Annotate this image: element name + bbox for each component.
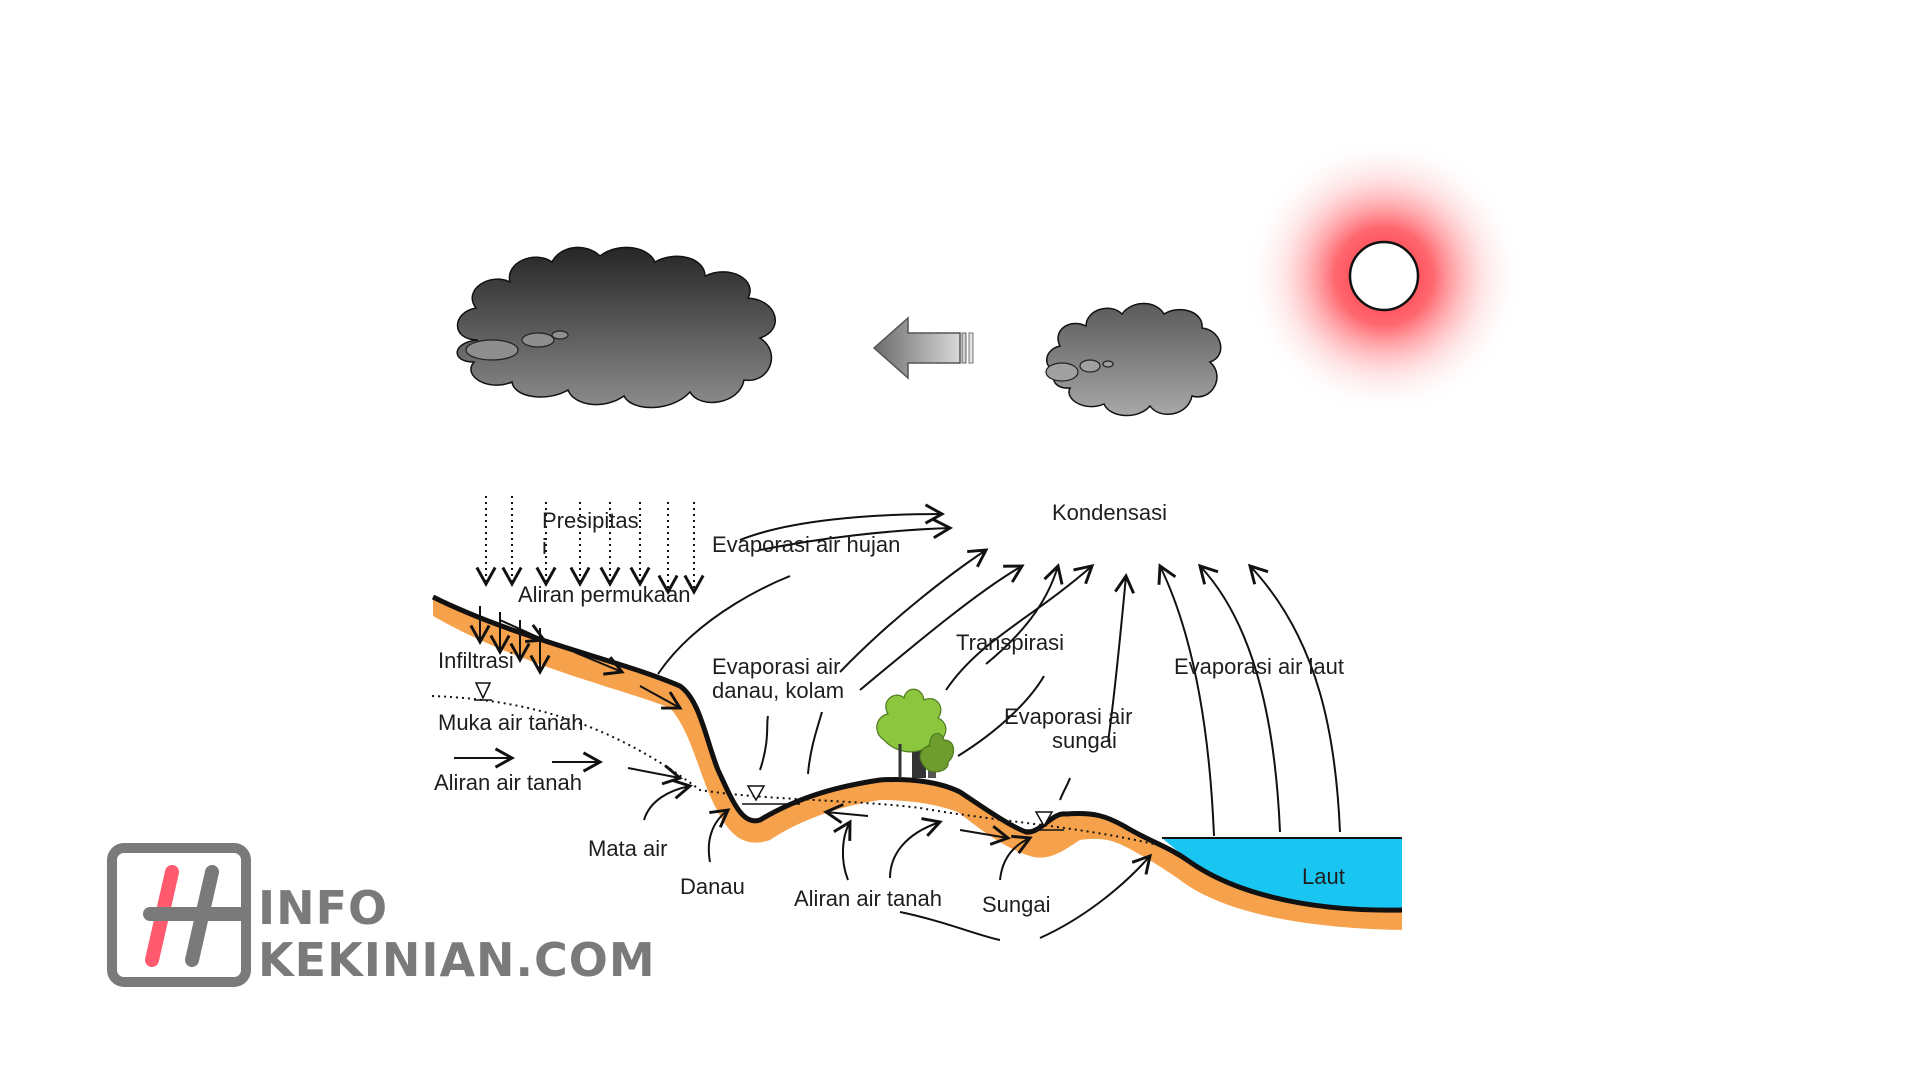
label-evaporasi-danau: Evaporasi air (712, 654, 840, 679)
evaporation-arrow (859, 564, 1025, 691)
evaporation-sea-arrow (1247, 563, 1341, 833)
evaporation-arrow (807, 711, 823, 775)
evaporation-arrow (839, 548, 989, 673)
groundwater-arrow (833, 819, 852, 881)
sea-area (1162, 838, 1402, 911)
label-laut: Laut (1302, 864, 1345, 889)
river-arrow (999, 834, 1033, 881)
label-kondensasi: Kondensasi (1052, 500, 1167, 525)
label-sungai: Sungai (982, 892, 1051, 917)
evaporation-rain-arrow (739, 503, 946, 541)
lake-level-marker-icon (746, 785, 766, 802)
evaporation-sea-arrow (1197, 563, 1281, 833)
label-transpirasi: Transpirasi (956, 630, 1064, 655)
label-evaporasi-danau-2: danau, kolam (712, 678, 844, 703)
groundwater-deep-arrow (899, 911, 1001, 941)
small-cloud-icon (1045, 302, 1222, 417)
label-evaporasi-air-hujan: Evaporasi air hujan (712, 532, 900, 557)
label-presipitasi-cont: i (542, 534, 547, 559)
process-arrows (454, 496, 1341, 941)
sun-icon (1244, 136, 1524, 416)
watermark: INFO KEKINIAN.COM (107, 843, 656, 987)
label-danau: Danau (680, 874, 745, 899)
label-mata-air: Mata air (588, 836, 667, 861)
river-level-marker-icon (1034, 811, 1054, 828)
groundwater-arrow (889, 817, 943, 879)
transpiration-arrow (985, 563, 1064, 665)
surface-runoff-arrow (499, 619, 547, 643)
label-evaporasi-sungai-2: sungai (1052, 728, 1117, 753)
diagram-labels: Kondensasi Presipitas i Evaporasi air hu… (434, 500, 1345, 917)
ground-surface-line (431, 594, 1403, 913)
watermark-line2: KEKINIAN.COM (258, 933, 656, 987)
evaporation-arrow (657, 575, 791, 675)
spring-arrow (643, 778, 693, 821)
watermark-line1: INFO (258, 881, 388, 935)
groundwater-arrow (959, 825, 1011, 846)
evaporation-river-arrow (1059, 777, 1071, 801)
evaporation-arrow (759, 715, 769, 771)
wind-arrow-icon (872, 316, 974, 380)
label-presipitasi: Presipitas (542, 508, 639, 533)
tree-icon (876, 688, 955, 778)
evaporation-rain-arrow (759, 518, 954, 551)
evaporation-sea-arrow (1157, 563, 1215, 837)
surface-runoff-arrow (639, 685, 683, 710)
rain-cloud-icon (456, 246, 776, 409)
label-muka-air-tanah: Muka air tanah (438, 710, 584, 735)
surface-runoff-arrow (573, 651, 625, 676)
label-evaporasi-sungai: Evaporasi air (1004, 704, 1132, 729)
groundwater-arrow (822, 803, 869, 824)
water-table-marker-icon (474, 682, 492, 700)
label-infiltrasi: Infiltrasi (438, 648, 514, 673)
evaporation-river-arrow (1107, 572, 1135, 743)
lake-arrow (707, 808, 731, 863)
groundwater-arrow (627, 764, 683, 786)
label-aliran-air-tanah-bottom: Aliran air tanah (794, 886, 942, 911)
transpiration-arrow (957, 675, 1045, 757)
label-evaporasi-air-laut: Evaporasi air laut (1174, 654, 1344, 679)
label-aliran-permukaan: Aliran permukaan (518, 582, 690, 607)
transpiration-arrow (945, 564, 1095, 691)
label-aliran-air-tanah-left: Aliran air tanah (434, 770, 582, 795)
groundwater-deep-arrow (1039, 853, 1152, 939)
